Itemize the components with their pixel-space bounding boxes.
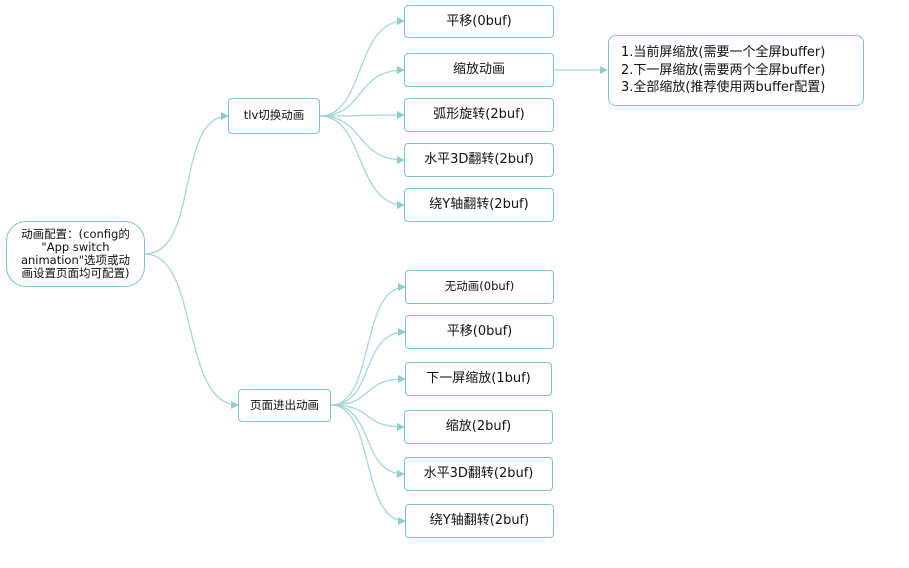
root-node-text: 动画配置：(config的 "App switch animation"选项或动… — [20, 226, 131, 281]
node-label: 缩放(2buf) — [445, 419, 512, 435]
edge-page-child-6 — [330, 404, 406, 525]
edge-tlv-child-1 — [319, 17, 405, 117]
page-child-node[interactable]: 水平3D翻转(2buf) — [404, 457, 553, 491]
tlv-child-node[interactable]: 平移(0buf) — [404, 5, 554, 38]
node-label: 下一屏缩放(1buf) — [426, 371, 531, 387]
edge-page-child-4 — [330, 404, 405, 431]
page-child-node[interactable]: 平移(0buf) — [405, 315, 554, 349]
edge-page-child-1 — [330, 283, 406, 406]
root-line: animation"选项或动 — [20, 253, 131, 267]
node-label: tlv切换动画 — [243, 108, 305, 123]
edge-tlv-child-2 — [319, 66, 405, 117]
tlv-child-node[interactable]: 弧形旋转(2buf) — [404, 98, 554, 132]
note-line: 3.全部缩放(推荐使用两buffer配置) — [621, 80, 826, 96]
node-label: 无动画(0buf) — [444, 279, 515, 294]
tlv-child-node[interactable]: 缩放动画 — [404, 53, 554, 87]
edge-page-child-2 — [330, 328, 406, 406]
note-line: 1.当前屏缩放(需要一个全屏buffer) — [621, 45, 826, 61]
edge-tlv-child-3 — [319, 111, 405, 120]
node-label: 弧形旋转(2buf) — [433, 107, 525, 123]
root-node[interactable]: 动画配置：(config的 "App switch animation"选项或动… — [6, 221, 145, 287]
node-label: 页面进出动画 — [250, 397, 319, 412]
root-line: 画设置页面均可配置) — [21, 266, 130, 281]
note-line: 2.下一屏缩放(需要两个全屏buffer) — [621, 62, 826, 78]
node-label: 水平3D翻转(2buf) — [424, 152, 534, 168]
node-label: 绕Y轴翻转(2buf) — [429, 513, 530, 529]
page-child-node[interactable]: 无动画(0buf) — [405, 270, 554, 304]
edge-tlv-child-5 — [319, 115, 405, 209]
edge-page-child-5 — [330, 404, 405, 478]
note-lines: 1.当前屏缩放(需要一个全屏buffer) 2.下一屏缩放(需要两个全屏buff… — [621, 44, 825, 97]
edge-root-page — [144, 253, 239, 409]
page-child-node[interactable]: 下一屏缩放(1buf) — [405, 362, 552, 396]
root-line: 动画配置：(config的 — [21, 226, 130, 241]
tlv-switch-animation-node[interactable]: tlv切换动画 — [228, 98, 320, 134]
node-label: 绕Y轴翻转(2buf) — [429, 197, 529, 213]
page-child-node[interactable]: 绕Y轴翻转(2buf) — [405, 504, 554, 538]
node-label: 平移(0buf) — [446, 13, 512, 29]
page-transition-animation-node[interactable]: 页面进出动画 — [238, 389, 331, 422]
edge-root-tlv — [144, 112, 229, 255]
root-line: "App switch — [41, 239, 110, 254]
zoom-options-note: 1.当前屏缩放(需要一个全屏buffer) 2.下一屏缩放(需要两个全屏buff… — [608, 35, 864, 106]
edge-page-child-3 — [330, 375, 406, 406]
node-label: 平移(0buf) — [446, 324, 513, 340]
tlv-child-node[interactable]: 绕Y轴翻转(2buf) — [404, 188, 554, 222]
page-child-node[interactable]: 缩放(2buf) — [404, 410, 553, 444]
tlv-child-node[interactable]: 水平3D翻转(2buf) — [404, 143, 554, 177]
node-label: 缩放动画 — [452, 62, 505, 78]
node-label: 水平3D翻转(2buf) — [423, 466, 534, 482]
edge-tlv-child-4 — [319, 115, 405, 164]
